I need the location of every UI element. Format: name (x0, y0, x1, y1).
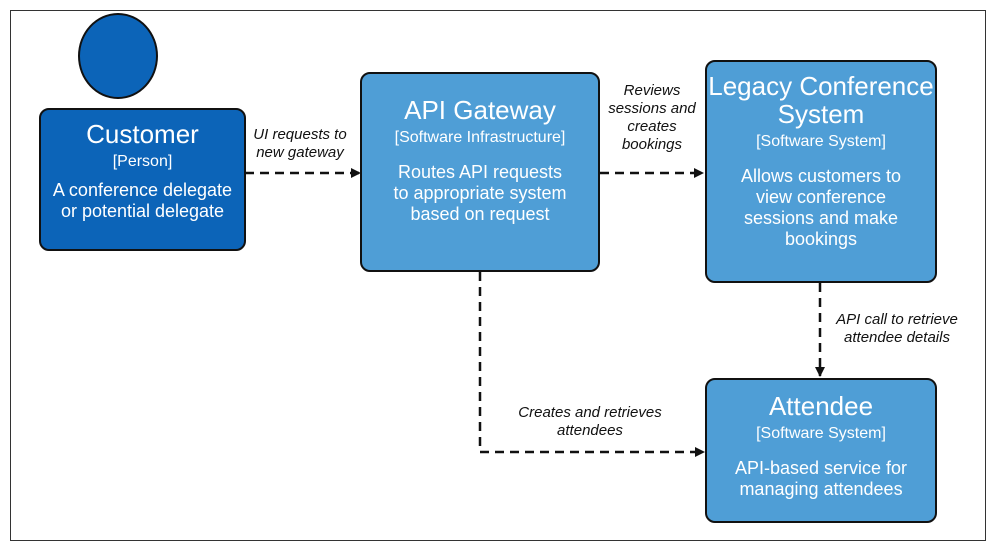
customer-title: Customer (86, 119, 199, 149)
api-gateway-node[interactable]: API Gateway [Software Infrastructure] Ro… (360, 72, 600, 272)
customer-node[interactable]: Customer [Person] A conference delegate … (39, 108, 246, 251)
attendee-description: API-based service for managing attendees (734, 458, 908, 499)
legacy-description: Allows customers to view conference sess… (740, 166, 902, 249)
customer-description: A conference delegate or potential deleg… (52, 180, 233, 221)
customer-kind: [Person] (112, 153, 173, 170)
api-gateway-title: API Gateway (404, 95, 556, 125)
attendee-kind: [Software System] (756, 425, 886, 442)
legacy-conference-system-node[interactable]: Legacy Conference System [Software Syste… (705, 60, 937, 283)
legacy-title: Legacy Conference System (708, 71, 934, 129)
api-gateway-description: Routes API requests to appropriate syste… (393, 162, 567, 224)
edge-label-legacy-attendee: API call to retrieve attendee details (836, 311, 958, 346)
attendee-title: Attendee (768, 391, 874, 421)
legacy-kind: [Software System] (756, 133, 886, 150)
edge-label-gateway-attendee: Creates and retrieves attendees (518, 404, 662, 439)
person-head-icon (78, 13, 158, 99)
diagram-frame (10, 10, 986, 541)
edge-label-gateway-legacy: Reviews sessions and creates bookings (608, 82, 696, 153)
edge-label-customer-gateway: UI requests to new gateway (253, 126, 347, 161)
attendee-node[interactable]: Attendee [Software System] API-based ser… (705, 378, 937, 523)
edge-gateway-attendee-line (478, 272, 705, 457)
api-gateway-kind: [Software Infrastructure] (394, 129, 566, 146)
